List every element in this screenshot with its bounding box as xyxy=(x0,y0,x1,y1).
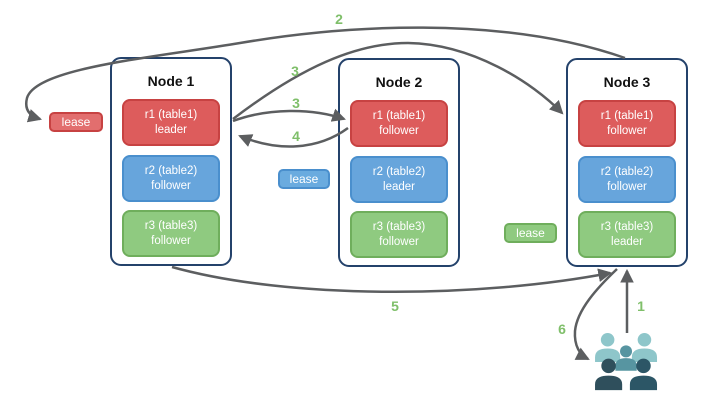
node-3: Node 3 r1 (table1) follower r2 (table2) … xyxy=(566,58,688,267)
replica-label: r1 (table1) xyxy=(372,109,426,122)
step-label-4: 4 xyxy=(292,128,300,144)
replica-role: follower xyxy=(151,179,191,192)
replica-role: leader xyxy=(383,180,415,193)
node-2-title: Node 2 xyxy=(375,74,423,90)
lease-tag-table3: lease xyxy=(504,223,557,243)
node-2-replica-r1: r1 (table1) follower xyxy=(350,100,448,147)
node-3-replica-r2: r2 (table2) follower xyxy=(578,156,676,203)
step-label-6: 6 xyxy=(558,321,566,337)
replica-role: leader xyxy=(611,235,643,248)
arrow-step-5 xyxy=(171,265,613,293)
node-1-title: Node 1 xyxy=(147,73,195,89)
step-label-1: 1 xyxy=(637,298,645,314)
replica-label: r2 (table2) xyxy=(372,165,426,178)
node-1: Node 1 r1 (table1) leader r2 (table2) fo… xyxy=(110,57,232,266)
replica-label: r3 (table3) xyxy=(144,219,198,232)
node-3-replica-r1: r1 (table1) follower xyxy=(578,100,676,147)
replica-label: r1 (table1) xyxy=(600,109,654,122)
node-1-replica-r2: r2 (table2) follower xyxy=(122,155,220,202)
replica-role: follower xyxy=(151,234,191,247)
replica-label: r3 (table3) xyxy=(600,220,654,233)
replica-label: r1 (table1) xyxy=(144,108,198,121)
arrow-step-3-to-node2 xyxy=(232,108,346,123)
step-label-3b: 3 xyxy=(292,95,300,111)
replica-role: follower xyxy=(607,180,647,193)
replica-role: follower xyxy=(379,124,419,137)
node-3-title: Node 3 xyxy=(603,74,651,90)
node-3-replica-r3: r3 (table3) leader xyxy=(578,211,676,258)
step-label-2: 2 xyxy=(335,11,343,27)
step-label-3a: 3 xyxy=(291,63,299,79)
replica-label: r2 (table2) xyxy=(144,164,198,177)
users-icon xyxy=(595,332,658,391)
replica-role: follower xyxy=(607,124,647,137)
lease-tag-table1: lease xyxy=(49,112,103,132)
replica-label: r3 (table3) xyxy=(372,220,426,233)
node-2: Node 2 r1 (table1) follower r2 (table2) … xyxy=(338,58,460,267)
replica-label: r2 (table2) xyxy=(600,165,654,178)
lease-tag-table2: lease xyxy=(278,169,330,189)
node-2-replica-r3: r3 (table3) follower xyxy=(350,211,448,258)
node-2-replica-r2: r2 (table2) leader xyxy=(350,156,448,203)
replica-role: follower xyxy=(379,235,419,248)
node-1-replica-r3: r3 (table3) follower xyxy=(122,210,220,257)
node-1-replica-r1: r1 (table1) leader xyxy=(122,99,220,146)
replica-role: leader xyxy=(155,123,187,136)
step-label-5: 5 xyxy=(391,298,399,314)
